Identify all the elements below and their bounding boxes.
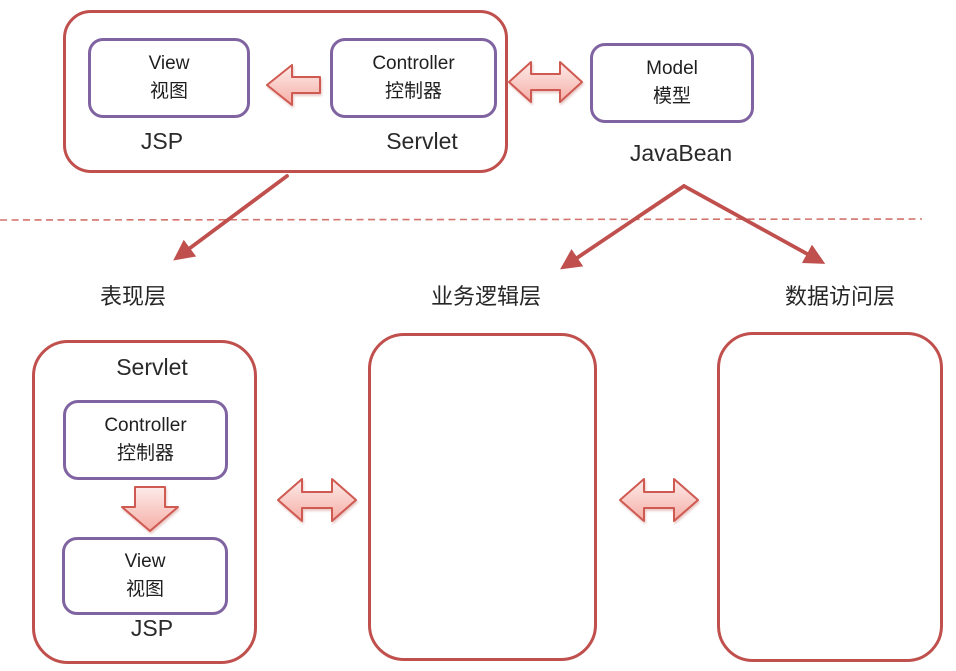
controller-box-top-en: Controller (372, 53, 455, 75)
servlet-caption-bottom: Servlet (116, 354, 188, 380)
view-box-bottom-en: View (124, 551, 166, 573)
double-arrow-business-dataaccess-icon (619, 478, 699, 522)
business-layer-container (368, 333, 597, 661)
arrow-javabean-to-dataaccess-icon (682, 184, 826, 264)
data-access-layer-container (717, 332, 943, 662)
double-arrow-presentation-business-icon (277, 478, 357, 522)
servlet-caption-top: Servlet (386, 128, 458, 154)
presentation-layer-label: 表现层 (99, 284, 167, 309)
business-layer-label: 业务逻辑层 (430, 284, 542, 309)
view-box-bottom-zh: 视图 (125, 579, 164, 600)
left-block-arrow-icon (266, 64, 321, 106)
arrow-mvc-to-presentation-icon (173, 174, 289, 261)
view-box-top-en: View (148, 53, 190, 75)
controller-box-bottom-zh: 控制器 (116, 443, 174, 464)
data-access-layer-label: 数据访问层 (784, 284, 896, 309)
view-box-top-zh: 视图 (149, 81, 188, 102)
controller-box-bottom-en: Controller (104, 415, 187, 437)
model-box: Model 模型 (590, 43, 754, 123)
controller-box-bottom: Controller 控制器 (63, 400, 228, 480)
down-block-arrow-icon (121, 486, 179, 532)
mvc-group-container (63, 10, 508, 173)
jsp-caption-top: JSP (140, 128, 184, 154)
controller-box-top-zh: 控制器 (384, 81, 442, 102)
javabean-caption: JavaBean (629, 140, 733, 166)
presentation-layer-container (32, 340, 257, 664)
arrow-javabean-to-business-icon (560, 184, 686, 270)
double-arrow-mvc-model-icon (508, 61, 583, 103)
controller-box-top: Controller 控制器 (330, 38, 497, 118)
view-box-bottom: View 视图 (62, 537, 228, 615)
dashed-divider-line (0, 218, 923, 221)
view-box-top: View 视图 (88, 38, 250, 118)
jsp-caption-bottom: JSP (130, 615, 174, 641)
model-box-zh: 模型 (652, 86, 691, 107)
model-box-en: Model (646, 58, 698, 80)
